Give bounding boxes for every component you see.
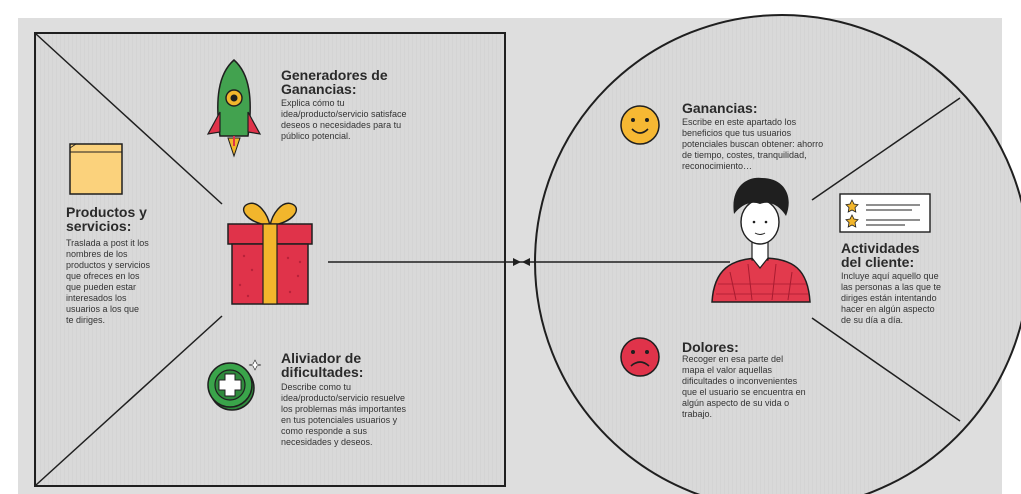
gains-text: Escribe en este apartado los beneficios … (682, 117, 823, 172)
text-line: interesados los (66, 293, 127, 303)
title-line: Aliviador de (281, 350, 362, 366)
pain-relievers-title: Aliviador de dificultades: (281, 351, 363, 379)
happy-face-icon (620, 105, 660, 145)
title-line: del cliente: (841, 254, 915, 270)
person-illustration (711, 177, 811, 303)
text-line: beneficios que tus usuarios (682, 128, 792, 138)
title-line: Dolores: (682, 339, 739, 355)
jobs-text: Incluye aquí aquello que las personas a … (841, 271, 941, 326)
rocket-icon (206, 59, 262, 158)
text-line: público potencial. (281, 131, 351, 141)
text-line: los problemas más importantes (281, 404, 407, 414)
title-line: Ganancias: (682, 100, 758, 116)
gain-creators-title: Generadores de Ganancias: (281, 68, 388, 96)
text-line: Explica cómo tu (281, 98, 345, 108)
title-line: Productos y (66, 204, 147, 220)
text-line: que ofreces en los (66, 271, 140, 281)
text-line: que pueden estar (66, 282, 137, 292)
text-line: idea/producto/servicio satisface (281, 109, 407, 119)
jobs-title: Actividades del cliente: (841, 241, 920, 269)
pains-title: Dolores: (682, 340, 739, 354)
divider-upper-right (811, 97, 961, 201)
text-line: mapa el valor aquellas (682, 365, 773, 375)
text-line: productos y servicios (66, 260, 151, 270)
customer-profile-circle (534, 14, 1021, 494)
title-line: Generadores de (281, 67, 388, 83)
text-line: de tiempo, costes, tranquilidad, (682, 150, 807, 160)
text-line: de su día a día. (841, 315, 904, 325)
text-line: algún aspecto de su vida o (682, 398, 790, 408)
divider-lower-right (811, 317, 961, 422)
gains-title: Ganancias: (682, 101, 757, 115)
post-it-icon (69, 143, 123, 195)
text-line: Escribe en este apartado los (682, 117, 797, 127)
text-line: necesidades y deseos. (281, 437, 373, 447)
text-line: Describe como tu (281, 382, 352, 392)
checklist-icon (839, 193, 931, 233)
divider-top-diagonal (35, 33, 223, 205)
title-line: servicios: (66, 218, 132, 234)
double-arrow-connector (328, 258, 730, 266)
text-line: nombres de los (66, 249, 128, 259)
text-line: Recoger en esa parte del (682, 354, 784, 364)
title-line: Actividades (841, 240, 920, 256)
text-line: potenciales buscan obtener: ahorro (682, 139, 824, 149)
text-line: te diriges. (66, 315, 106, 325)
text-line: Traslada a post it los (66, 238, 149, 248)
gift-icon (227, 202, 313, 305)
text-line: deseos o necesidades para tu (281, 120, 402, 130)
products-title: Productos y servicios: (66, 205, 147, 233)
text-line: Incluye aquí aquello que (841, 271, 939, 281)
first-aid-icon (207, 359, 262, 411)
text-line: reconocimiento… (682, 161, 753, 171)
text-line: las personas a las que te (841, 282, 942, 292)
gain-creators-text: Explica cómo tu idea/producto/servicio s… (281, 98, 407, 142)
text-line: diriges están intentando (841, 293, 937, 303)
text-line: trabajo. (682, 409, 713, 419)
pains-text: Recoger en esa parte del mapa el valor a… (682, 354, 806, 420)
divider-bottom-diagonal (35, 315, 223, 486)
text-line: dificultades o inconvenientes (682, 376, 798, 386)
title-line: dificultades: (281, 364, 364, 380)
text-line: que el usuario se encuentra en (682, 387, 806, 397)
text-line: como responde a sus (281, 426, 368, 436)
pain-relievers-text: Describe como tu idea/producto/servicio … (281, 382, 406, 448)
sad-face-icon (620, 337, 660, 377)
text-line: hacer en algún aspecto (841, 304, 935, 314)
text-line: usuarios a los que (66, 304, 140, 314)
products-text: Traslada a post it los nombres de los pr… (66, 238, 150, 326)
text-line: en tus potenciales usuarios y (281, 415, 398, 425)
text-line: idea/producto/servicio resuelve (281, 393, 406, 403)
title-line: Ganancias: (281, 81, 357, 97)
